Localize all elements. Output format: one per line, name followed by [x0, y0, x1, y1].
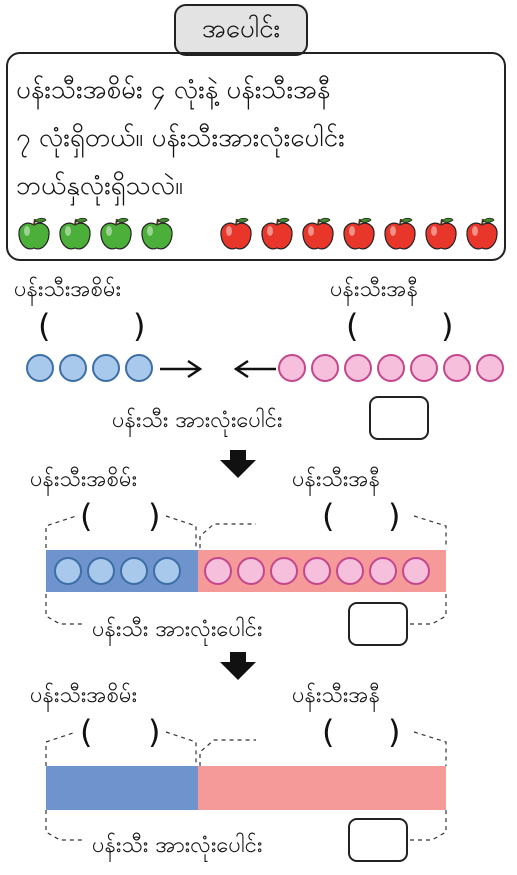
blue-circle [87, 557, 115, 585]
title-text: အပေါင်း [201, 13, 281, 44]
pink-circle [311, 354, 339, 382]
pink-circle [303, 557, 331, 585]
pink-circle [377, 354, 405, 382]
green-paren-close: ) [133, 307, 146, 345]
green-paren-open-3: ( [80, 713, 93, 751]
blue-circle [125, 354, 153, 382]
pink-circle [278, 354, 306, 382]
red-paren-open: ( [346, 307, 359, 345]
red-apple-icon [261, 217, 293, 250]
red-apple-icon [384, 217, 416, 250]
red-apple-icon [425, 217, 457, 250]
red-paren-open-2: ( [322, 497, 335, 535]
problem-line-1: ပန်းသီးအစိမ်း ၄ လုံးနဲ့ ပန်းသီးအနီ [16, 75, 331, 105]
problem-text: ပန်းသီးအစိမ်း ၄ လုံးနဲ့ ပန်းသီးအနီ ၇ လုံ… [16, 66, 496, 210]
green-apple-label: ပန်းသီးအစိမ်း [14, 277, 122, 302]
answer-box-2[interactable] [348, 602, 408, 646]
pink-circle [344, 354, 372, 382]
red-bar-2 [198, 766, 446, 810]
green-apple-icon [141, 217, 173, 250]
red-apple-label-2: ပန်းသီးအနီ [292, 467, 380, 492]
title-tab: အပေါင်း [174, 4, 308, 56]
green-paren-close-2: ) [148, 497, 161, 535]
red-paren-close: ) [441, 307, 454, 345]
pink-circle [270, 557, 298, 585]
problem-line-2: ၇ လုံးရှိတယ်။ ပန်းသီးအားလုံးပေါင်း [16, 123, 345, 153]
red-paren-close-3: ) [388, 713, 401, 751]
green-paren-close-3: ) [148, 713, 161, 751]
arrow-right-icon [160, 359, 203, 379]
green-apple-label-3: ပန်းသီးအစိမ်း [30, 683, 138, 708]
problem-box [6, 52, 506, 261]
pink-circle [402, 557, 430, 585]
blue-circle [59, 354, 87, 382]
blue-circle [120, 557, 148, 585]
red-apple-label-3: ပန်းသီးအနီ [292, 683, 380, 708]
red-apple-icon [220, 217, 252, 250]
blue-circle [92, 354, 120, 382]
green-paren-open: ( [38, 307, 51, 345]
green-apple-icon [100, 217, 132, 250]
red-apple-icon [343, 217, 375, 250]
pink-circle [204, 557, 232, 585]
pink-circle [369, 557, 397, 585]
red-paren-close-2: ) [388, 497, 401, 535]
problem-line-3: ဘယ်နှလုံးရှိသလဲ။ [16, 171, 183, 201]
green-apple-icon [18, 217, 50, 250]
blue-circle [26, 354, 54, 382]
red-apple-icon [302, 217, 334, 250]
green-paren-open-2: ( [80, 497, 93, 535]
down-arrow-icon-2 [220, 652, 256, 680]
answer-box-1[interactable] [369, 396, 429, 440]
arrow-left-icon [233, 359, 276, 379]
down-arrow-icon [220, 450, 256, 478]
pink-circle [476, 354, 504, 382]
green-apple-label-2: ပန်းသီးအစိမ်း [30, 467, 138, 492]
pink-circle [237, 557, 265, 585]
pink-circle [410, 354, 438, 382]
red-apple-label: ပန်းသီးအနီ [330, 277, 418, 302]
blue-circle [54, 557, 82, 585]
answer-box-3[interactable] [348, 818, 408, 862]
pink-circle [336, 557, 364, 585]
red-paren-open-3: ( [322, 713, 335, 751]
green-apple-icon [59, 217, 91, 250]
blue-circle [153, 557, 181, 585]
green-bar-2 [46, 766, 198, 810]
total-label-1: ပန်းသီး အားလုံးပေါင်း [112, 408, 283, 433]
pink-circle [443, 354, 471, 382]
total-label-2: ပန်းသီး အားလုံးပေါင်း [92, 617, 263, 642]
total-label-3: ပန်းသီး အားလုံးပေါင်း [92, 833, 263, 858]
red-apple-icon [466, 217, 498, 250]
